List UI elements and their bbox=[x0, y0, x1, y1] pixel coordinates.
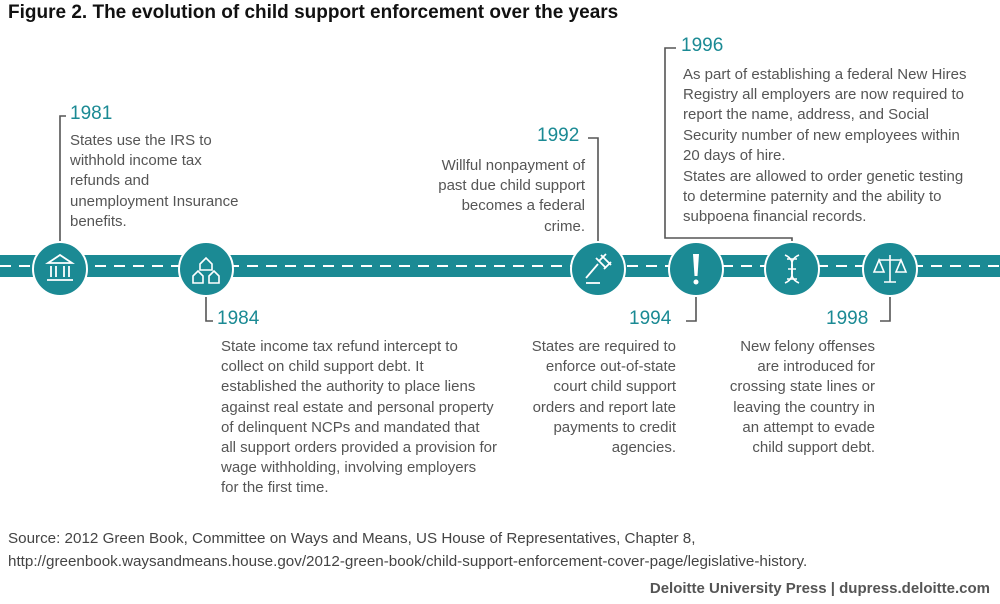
event-text-1998: New felony offenses are introduced for c… bbox=[729, 338, 875, 457]
connector-1992 bbox=[588, 137, 599, 248]
bank-icon bbox=[45, 253, 75, 281]
year-1996: 1996 bbox=[681, 35, 724, 56]
node-1998 bbox=[862, 241, 918, 297]
event-text-1981: States use the IRS to withhold income ta… bbox=[70, 132, 239, 230]
connector-1981 bbox=[59, 115, 66, 248]
connector-1998 bbox=[880, 286, 891, 322]
source-line-1: Source: 2012 Green Book, Committee on Wa… bbox=[8, 530, 696, 547]
figure-title: Figure 2. The evolution of child support… bbox=[8, 2, 619, 23]
event-text-1996: As part of establishing a federal New Hi… bbox=[683, 66, 967, 164]
source-link[interactable]: http://greenbook.waysandmeans.house.gov/… bbox=[8, 553, 808, 570]
event-text-1996-second: States are allowed to order genetic test… bbox=[683, 168, 964, 226]
node-1981 bbox=[32, 241, 88, 297]
node-1996 bbox=[764, 241, 820, 297]
year-1994: 1994 bbox=[629, 308, 672, 329]
event-text-1992: Willful nonpayment of past due child sup… bbox=[438, 157, 585, 235]
scales-icon bbox=[872, 255, 908, 283]
houses-icon bbox=[192, 256, 220, 284]
connector-1984 bbox=[205, 286, 213, 322]
connector-1994 bbox=[686, 286, 697, 322]
gavel-icon bbox=[585, 253, 612, 284]
node-1994 bbox=[668, 241, 724, 297]
exclamation-icon bbox=[693, 254, 699, 285]
connector-1996 bbox=[664, 47, 793, 246]
node-1984 bbox=[178, 241, 234, 297]
year-1998: 1998 bbox=[826, 308, 869, 329]
dna-icon bbox=[784, 254, 800, 284]
source-note: Source: 2012 Green Book, Committee on Wa… bbox=[8, 527, 807, 573]
year-1984: 1984 bbox=[217, 308, 260, 329]
event-text-1994: States are required to enforce out-of-st… bbox=[531, 338, 676, 457]
node-1992 bbox=[570, 241, 626, 297]
publisher-credit: Deloitte University Press | dupress.delo… bbox=[649, 580, 990, 597]
year-1981: 1981 bbox=[70, 103, 113, 124]
event-text-1984: State income tax refund intercept to col… bbox=[221, 338, 497, 497]
year-1992: 1992 bbox=[537, 125, 580, 146]
